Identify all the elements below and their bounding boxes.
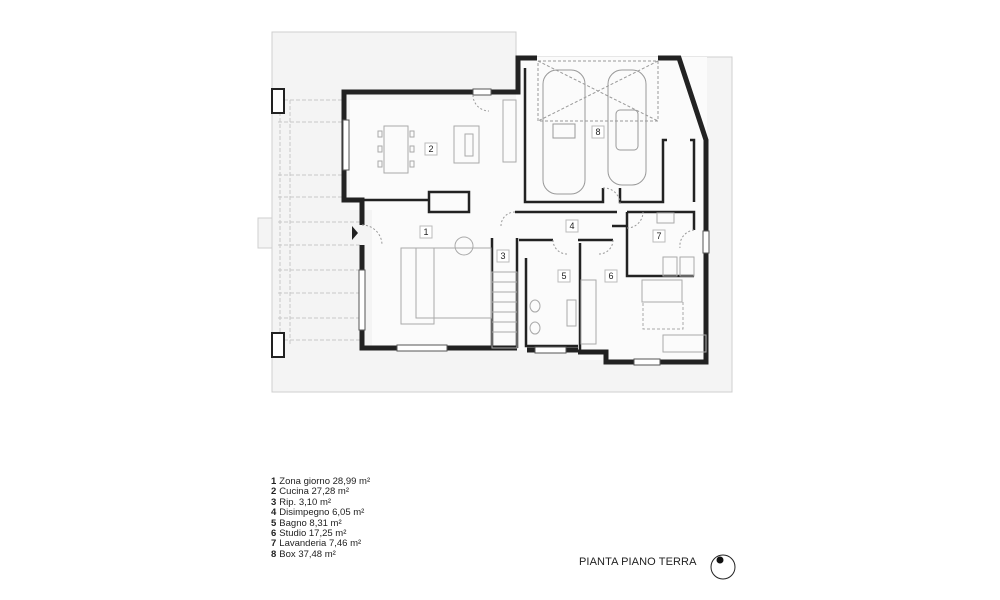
legend-number: 4 bbox=[271, 507, 277, 519]
legend-name: Box bbox=[279, 548, 296, 560]
pergola-pillar bbox=[271, 88, 285, 114]
legend-name: Zona giorno bbox=[279, 476, 330, 487]
legend-area: 3,10 m² bbox=[298, 496, 332, 508]
room-label-2: 2 bbox=[428, 144, 433, 154]
legend-name: Rip. bbox=[279, 496, 297, 508]
legend-area: 28,99 m² bbox=[332, 476, 371, 487]
legend-name: Studio bbox=[279, 528, 307, 540]
room-label-8: 8 bbox=[595, 127, 600, 137]
legend-name: Lavanderia bbox=[279, 538, 327, 550]
car bbox=[542, 69, 586, 195]
car bbox=[607, 69, 647, 186]
pergola bbox=[278, 99, 360, 345]
legend-number: 6 bbox=[271, 528, 277, 540]
room-labels: 1 2 3 4 5 6 7 8 bbox=[419, 125, 666, 283]
cars bbox=[542, 69, 647, 195]
north-arrow-icon bbox=[710, 554, 736, 580]
kitchen-island bbox=[453, 125, 480, 164]
furniture bbox=[377, 99, 707, 353]
legend-name: Cucina bbox=[279, 486, 309, 498]
legend-number: 3 bbox=[271, 496, 277, 508]
entrance-arrow-icon bbox=[352, 226, 358, 240]
legend-number: 1 bbox=[271, 476, 277, 487]
legend-number: 5 bbox=[271, 517, 277, 529]
room-label-6: 6 bbox=[608, 271, 613, 281]
room-label-1: 1 bbox=[423, 227, 428, 237]
door-swings bbox=[361, 94, 695, 255]
entry-path bbox=[257, 217, 273, 249]
legend-name: Disimpegno bbox=[279, 507, 330, 519]
pergola-pillar bbox=[271, 332, 285, 358]
legend-area: 7,46 m² bbox=[328, 538, 362, 550]
plan-title: PIANTA PIANO TERRA bbox=[579, 556, 697, 568]
room-label-3: 3 bbox=[500, 251, 505, 261]
legend-area: 27,28 m² bbox=[311, 486, 350, 498]
legend-number: 7 bbox=[271, 538, 277, 550]
legend-area: 8,31 m² bbox=[309, 517, 342, 529]
room-label-7: 7 bbox=[656, 231, 661, 241]
legend-number: 2 bbox=[271, 486, 277, 498]
house-floor bbox=[350, 57, 707, 360]
dining-table bbox=[383, 125, 409, 174]
outer-walls bbox=[341, 55, 709, 365]
stairs bbox=[491, 271, 518, 349]
room-label-4: 4 bbox=[569, 221, 574, 231]
legend-area: 17,25 m² bbox=[308, 528, 347, 540]
room-label-5: 5 bbox=[561, 271, 566, 281]
windows bbox=[342, 88, 710, 366]
legend-number: 8 bbox=[271, 548, 277, 560]
legend-name: Bagno bbox=[279, 517, 307, 529]
legend-area: 6,05 m² bbox=[332, 507, 365, 519]
legend-area: 37,48 m² bbox=[298, 548, 336, 560]
